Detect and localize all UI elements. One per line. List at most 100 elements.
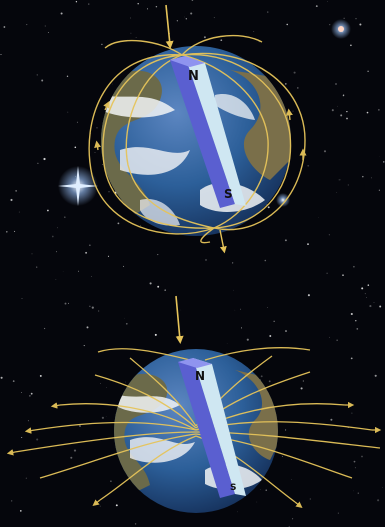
star [70, 456, 73, 459]
star [260, 375, 263, 378]
star [220, 39, 223, 42]
star [350, 357, 353, 360]
star [12, 380, 15, 382]
star [246, 338, 249, 341]
star [102, 163, 104, 166]
star [378, 109, 380, 111]
star [21, 436, 23, 439]
star [343, 17, 345, 19]
star [66, 75, 69, 77]
star [339, 179, 341, 181]
star [139, 224, 141, 226]
star [264, 259, 267, 262]
star [350, 44, 352, 47]
star [356, 328, 359, 330]
star [353, 460, 356, 463]
star [124, 381, 126, 383]
field-axis-arrow [219, 229, 227, 254]
star [11, 500, 13, 502]
north-pole-label: N [188, 69, 199, 84]
star [379, 305, 382, 308]
star [337, 512, 339, 514]
star [300, 387, 303, 390]
star [367, 70, 369, 73]
star [46, 209, 49, 212]
star [90, 276, 92, 277]
star [361, 455, 363, 458]
star [15, 190, 17, 192]
star [318, 217, 319, 218]
star [86, 326, 89, 329]
star [56, 251, 57, 253]
star [97, 310, 100, 312]
star [284, 239, 287, 242]
star [43, 157, 46, 161]
star [354, 467, 356, 469]
star [31, 253, 33, 255]
star [110, 480, 112, 482]
star [281, 456, 283, 457]
star [326, 272, 328, 274]
star [269, 335, 272, 337]
star [191, 0, 194, 1]
star [347, 184, 349, 186]
star [374, 374, 377, 377]
star [268, 380, 271, 383]
star [60, 12, 63, 15]
star [302, 380, 304, 382]
star [307, 243, 309, 245]
star [240, 327, 243, 329]
star [112, 83, 113, 85]
star [19, 510, 22, 512]
star [75, 1, 78, 3]
star [340, 114, 343, 117]
star [85, 251, 88, 254]
star [342, 274, 344, 276]
star [36, 438, 39, 441]
star [232, 262, 234, 264]
star [108, 191, 110, 193]
star [291, 479, 292, 480]
star [240, 308, 241, 310]
star [76, 121, 78, 123]
star [364, 293, 366, 295]
star [154, 333, 157, 336]
star [30, 392, 33, 395]
star [307, 164, 310, 167]
star [29, 395, 31, 397]
star [338, 179, 340, 181]
star [14, 230, 16, 232]
star [292, 110, 294, 112]
star [6, 231, 8, 233]
star [346, 110, 348, 113]
star [0, 376, 3, 379]
field-axis-arrow [165, 4, 174, 49]
star [309, 498, 311, 500]
star [10, 198, 13, 202]
star [117, 222, 120, 225]
star [18, 211, 20, 213]
star [99, 505, 101, 507]
star [253, 31, 255, 32]
star [292, 518, 294, 520]
star [157, 285, 160, 288]
star [73, 449, 77, 452]
star [285, 330, 287, 332]
star [125, 322, 128, 325]
star [330, 418, 333, 421]
star [176, 20, 178, 22]
star [351, 412, 353, 414]
star [361, 287, 364, 290]
star [51, 235, 54, 238]
star [135, 37, 137, 38]
star [115, 504, 118, 507]
star [39, 374, 42, 377]
star [357, 492, 359, 494]
star [134, 523, 137, 525]
star [273, 320, 275, 322]
star [100, 383, 101, 384]
star [323, 150, 327, 153]
star [184, 16, 186, 18]
star [83, 345, 85, 347]
star [355, 320, 357, 322]
